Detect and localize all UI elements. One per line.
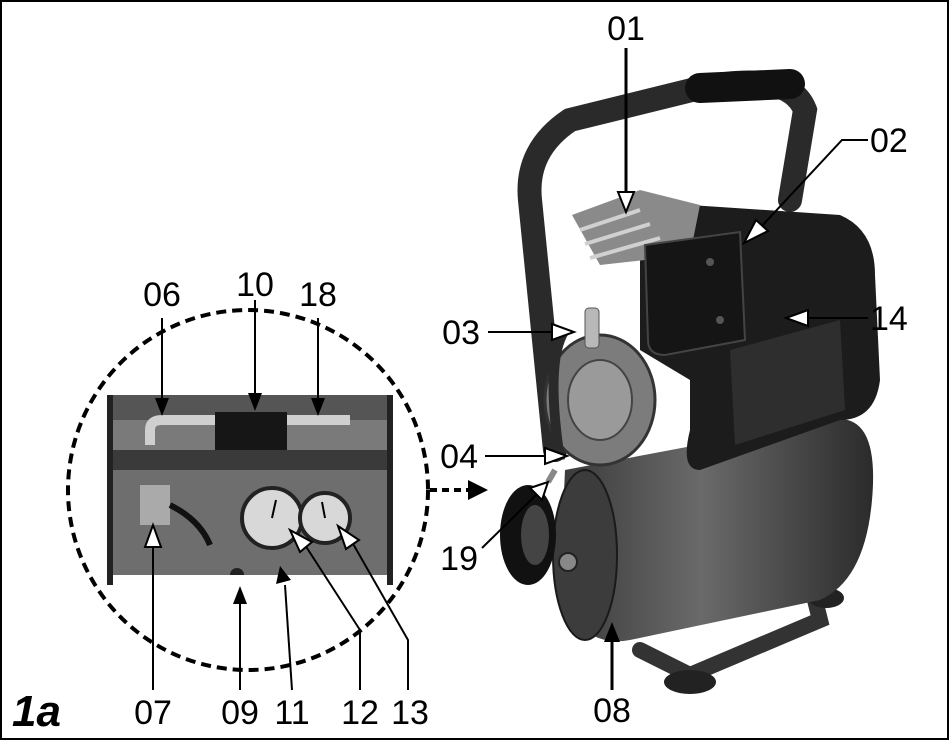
callout-02: 02	[870, 122, 908, 160]
callout-13: 13	[391, 694, 429, 732]
callout-19: 19	[440, 540, 478, 578]
figure-label: 1a	[12, 687, 61, 736]
drain-fitting	[558, 552, 578, 572]
callout-08: 08	[593, 692, 631, 730]
callout-11: 11	[274, 694, 309, 732]
callout-14: 14	[870, 300, 908, 338]
callout-04: 04	[440, 438, 478, 476]
safety-valve	[545, 468, 558, 484]
compressor-illustration	[500, 69, 880, 694]
oil-filler-cap	[584, 307, 600, 349]
callout-01: 01	[607, 10, 645, 48]
callout-18: 18	[299, 276, 337, 314]
shroud-panel	[730, 320, 845, 445]
callout-06: 06	[143, 276, 181, 314]
foot-left	[664, 670, 716, 694]
quick-coupling	[140, 485, 170, 525]
callout-labels: 01 02 03 04 14 19 08 06 10 18 07 09 11 1…	[134, 10, 908, 732]
handle-grip	[685, 69, 805, 103]
air-filter-cover	[643, 230, 747, 357]
callout-03: 03	[442, 314, 480, 352]
callout-09: 09	[221, 694, 259, 732]
leader-lines	[143, 48, 868, 691]
pressure-switch	[215, 412, 287, 454]
callout-07: 07	[134, 694, 172, 732]
detail-inset	[66, 308, 488, 672]
air-tank	[560, 419, 874, 642]
detail-connector-arrowhead	[468, 480, 488, 500]
callout-12: 12	[341, 694, 379, 732]
callout-10: 10	[236, 266, 274, 304]
detail-circle-outline	[66, 308, 430, 672]
wheel-hub	[521, 505, 549, 565]
